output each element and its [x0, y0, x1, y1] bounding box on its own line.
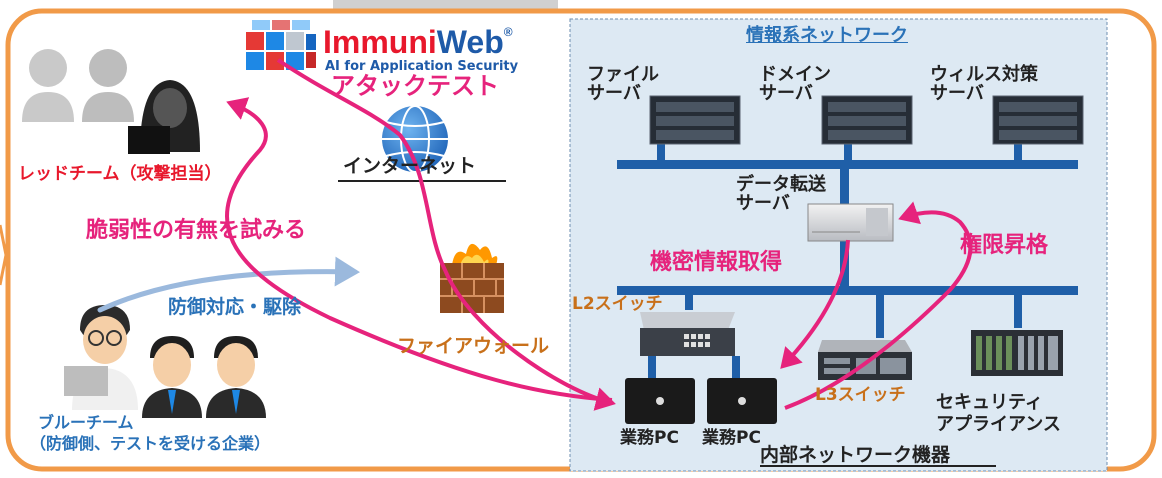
blue-team-businessman-2 — [206, 336, 266, 418]
person-silhouette-1 — [22, 49, 74, 122]
hooded-attacker-icon — [128, 80, 200, 154]
l2-switch-link — [685, 294, 693, 310]
left-chevron — [0, 224, 8, 286]
file-server-link — [657, 143, 665, 161]
top-bar — [333, 0, 558, 10]
security-appliance-icon — [971, 330, 1063, 376]
business-pc-2-label: 業務PC — [702, 428, 761, 448]
l3-switch-icon — [818, 340, 912, 380]
red-team-label: レッドチーム（攻撃担当） — [18, 164, 222, 184]
antivirus-server-icon — [992, 95, 1084, 145]
transfer-up-link — [840, 168, 849, 206]
confidential-arrow — [780, 239, 850, 369]
immuniweb-tagline: AI for Application Security — [325, 59, 519, 74]
antivirus-server-label: ウィルス対策 サーバ — [930, 64, 1038, 104]
privilege-escalation-label: 権限昇格 — [960, 233, 1049, 258]
person-silhouette-2 — [82, 49, 134, 122]
antivirus-server-link — [1014, 143, 1022, 161]
l3-switch-label: L3スイッチ — [815, 385, 906, 405]
attack-path-arrow — [276, 58, 616, 411]
immuniweb-cube-logo — [246, 20, 316, 70]
l2-switch-label: L2スイッチ — [572, 294, 663, 314]
business-pc-1-label: 業務PC — [620, 428, 679, 448]
probe-path-arrow — [225, 97, 613, 402]
probe-vulnerability-label: 脆弱性の有無を試みる — [86, 218, 307, 243]
info-network-bus — [617, 160, 1078, 169]
business-pc-1-icon — [625, 378, 695, 424]
firewall-icon — [440, 243, 504, 313]
file-server-icon — [649, 95, 741, 145]
blue-team-label: ブルーチーム — [38, 413, 134, 432]
blue-team-businessman-1 — [142, 336, 202, 418]
defense-arrow — [97, 256, 360, 313]
domain-server-icon — [821, 95, 913, 145]
attack-test-label: アタックテスト — [331, 72, 499, 100]
internet-globe-icon — [382, 105, 448, 173]
blue-team-subtitle: （防御側、テストを受ける企業） — [30, 434, 271, 453]
l2-switch-icon — [640, 312, 735, 356]
l3-switch-link — [876, 294, 884, 338]
security-appliance-label: セキュリティ アプライアンス — [936, 392, 1061, 435]
internal-device-bus — [617, 286, 1078, 295]
privilege-arrow — [784, 201, 973, 410]
domain-server-label: ドメイン サーバ — [759, 64, 831, 104]
pc2-link — [732, 356, 740, 380]
data-transfer-server-icon — [807, 203, 894, 242]
business-pc-2-icon — [707, 378, 777, 424]
domain-server-link — [844, 143, 852, 161]
pc1-link — [648, 356, 656, 380]
internal-devices-label: 内部ネットワーク機器 — [760, 444, 951, 466]
data-transfer-server-label: データ転送 サーバ — [736, 174, 826, 214]
blue-team-engineer-icon — [64, 305, 138, 410]
info-network-title: 情報系ネットワーク — [746, 25, 908, 46]
confidential-info-label: 機密情報取得 — [650, 250, 783, 275]
internet-label: インターネット — [343, 155, 477, 177]
firewall-label: ファイアウォール — [397, 335, 550, 357]
defense-label: 防御対応・駆除 — [168, 296, 302, 318]
file-server-label: ファイル サーバ — [587, 64, 659, 104]
appliance-link — [1014, 294, 1022, 328]
immuniweb-wordmark: ImmuniWeb® — [323, 24, 513, 60]
